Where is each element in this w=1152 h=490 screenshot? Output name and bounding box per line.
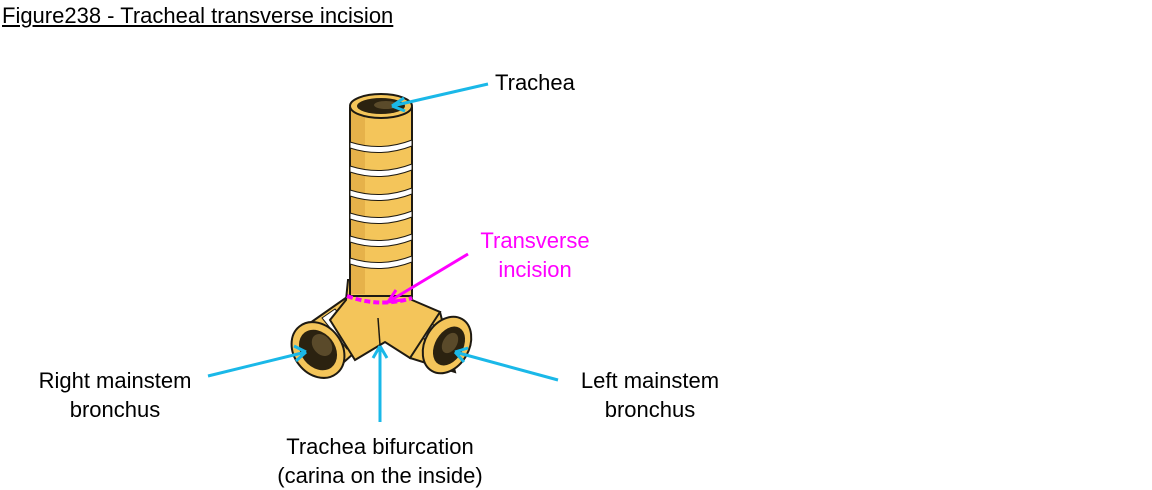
trachea-label: Trachea: [495, 70, 575, 95]
transverse-incision-label: Transverse incision: [480, 228, 590, 282]
trachea-bifurcation-label: Trachea bifurcation (carina on the insid…: [277, 434, 483, 488]
bifurcation-pointer: [371, 345, 389, 422]
right-bronchus-pointer: [207, 344, 308, 378]
incision-pointer: [386, 252, 469, 304]
right-mainstem-bronchus-label: Right mainstem bronchus: [38, 368, 192, 422]
trachea-pointer: [391, 82, 489, 113]
trachea-tube-shape: [349, 93, 413, 297]
left-bronchus-pointer: [453, 346, 559, 382]
left-mainstem-bronchus-label: Left mainstem bronchus: [580, 368, 720, 422]
figure-title: Figure238 - Tracheal transverse incision: [2, 3, 394, 28]
